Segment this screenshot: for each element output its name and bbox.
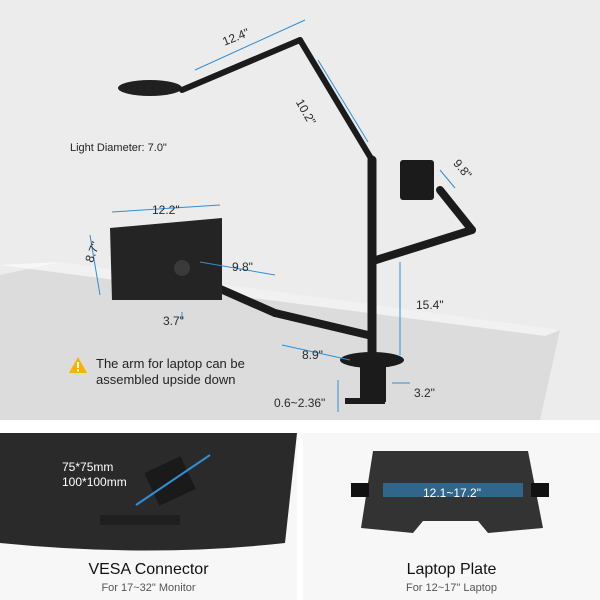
dim-clamp-range: 0.6~2.36" bbox=[274, 396, 326, 410]
lamp-arm-top bbox=[179, 37, 303, 93]
dim-laptop-arm: 9.8" bbox=[232, 260, 253, 274]
dim-laptop-lower: 8.9" bbox=[302, 348, 323, 362]
laptop-subtitle: For 12~17" Laptop bbox=[405, 582, 498, 594]
plate-range-bar bbox=[383, 483, 523, 497]
laptop-plate-panel: 12.1~17.2" Laptop Plate For 12~17" Lapto… bbox=[303, 433, 600, 600]
plate-clamp-right bbox=[531, 483, 549, 497]
laptop-title: Laptop Plate bbox=[406, 561, 497, 578]
warning-icon bbox=[69, 357, 87, 373]
vesa-size-75: 75*75mm bbox=[62, 460, 114, 474]
dimension-lines bbox=[89, 19, 456, 412]
monitor-arm-upper bbox=[436, 186, 476, 234]
pole-base bbox=[340, 352, 404, 368]
desk-surface bbox=[0, 262, 560, 420]
vesa-plate bbox=[400, 160, 434, 200]
monitor-back bbox=[0, 433, 297, 551]
vesa-connector-panel: 75*75mm 100*100mm VESA Connector For 17~… bbox=[0, 433, 297, 600]
dim-laptop-depth: 3.7" bbox=[163, 314, 184, 328]
vesa-title: VESA Connector bbox=[88, 561, 209, 578]
arm-illustration bbox=[0, 19, 560, 420]
vesa-subtitle: For 17~32" Monitor bbox=[101, 582, 196, 594]
dim-pole: 15.4" bbox=[416, 298, 444, 312]
vesa-illustration bbox=[0, 433, 297, 551]
vesa-dimension bbox=[135, 454, 211, 506]
dim-tablet-width: 12.2" bbox=[152, 203, 180, 217]
light-diameter-label: Light Diameter: 7.0" bbox=[70, 142, 167, 154]
holder-joint bbox=[174, 260, 190, 276]
laptop-arm-lower bbox=[271, 309, 372, 339]
monitor-arm-lower bbox=[372, 226, 476, 264]
laptop-plate-illustration bbox=[351, 451, 549, 533]
clamp-foot bbox=[345, 398, 385, 404]
plate-range: 12.1~17.2" bbox=[423, 486, 481, 500]
warning-note: The arm for laptop can be assembled upsi… bbox=[68, 356, 266, 388]
vesa-size-100: 100*100mm bbox=[62, 475, 127, 489]
warning-text: The arm for laptop can be assembled upsi… bbox=[96, 356, 245, 387]
lamp-arm-upper bbox=[297, 37, 375, 163]
plate-clamp-left bbox=[351, 483, 369, 497]
tablet-holder bbox=[110, 218, 222, 300]
dim-base: 3.2" bbox=[414, 386, 435, 400]
desk-clamp bbox=[360, 362, 386, 402]
lamp-head bbox=[118, 80, 182, 96]
product-main-panel: Light Diameter: 7.0" 12.4" 10.2" 9.8" 12… bbox=[0, 0, 600, 420]
monitor-slot bbox=[100, 515, 180, 525]
vesa-sizes: 75*75mm 100*100mm bbox=[62, 460, 127, 490]
